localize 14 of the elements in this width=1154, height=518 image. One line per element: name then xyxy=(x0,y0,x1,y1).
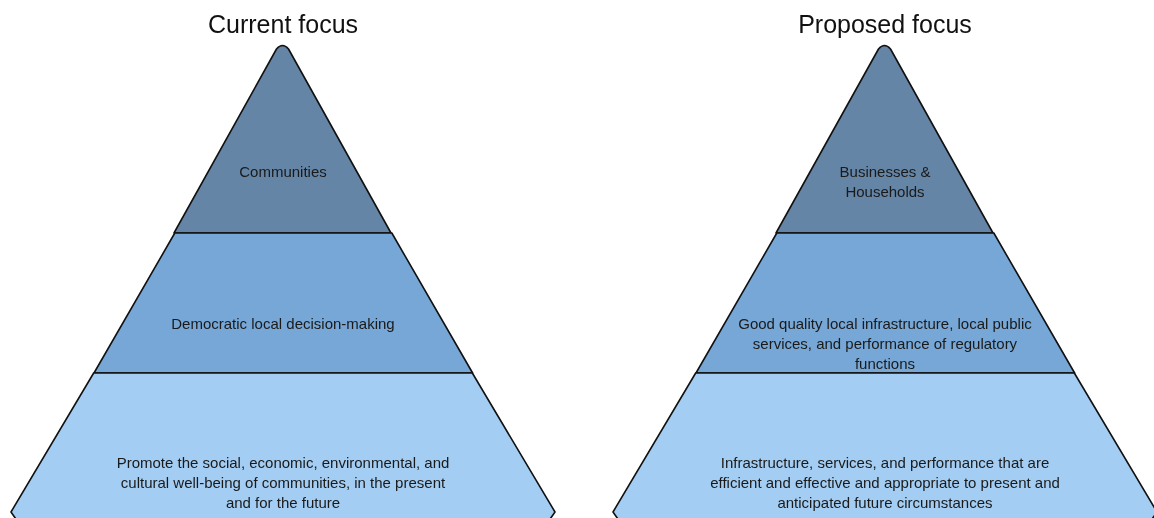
top-tier xyxy=(174,45,392,233)
tier-text: Democratic local decision-making xyxy=(170,314,396,335)
tier-text: Communities xyxy=(238,161,328,182)
middle-tier xyxy=(695,233,1075,373)
tier-text: Businesses & Households xyxy=(838,161,932,202)
pyramid-heading: Proposed focus xyxy=(797,10,973,39)
tier-text: Good quality local infrastructure, local public services, and performance of regulatory functions xyxy=(737,314,1033,375)
bottom-tier xyxy=(612,373,1154,518)
top-tier xyxy=(776,45,994,233)
middle-tier xyxy=(93,233,473,373)
tier-text: Promote the social, economic, environmental, and cultural well-being of communities, in the present and for the future xyxy=(115,452,451,513)
tier-text: Infrastructure, services, and performance that are efficient and effective and appropriate to present and anticipated future circumstances xyxy=(710,452,1060,513)
pyramid-heading: Current focus xyxy=(206,10,360,39)
bottom-tier xyxy=(10,373,556,518)
